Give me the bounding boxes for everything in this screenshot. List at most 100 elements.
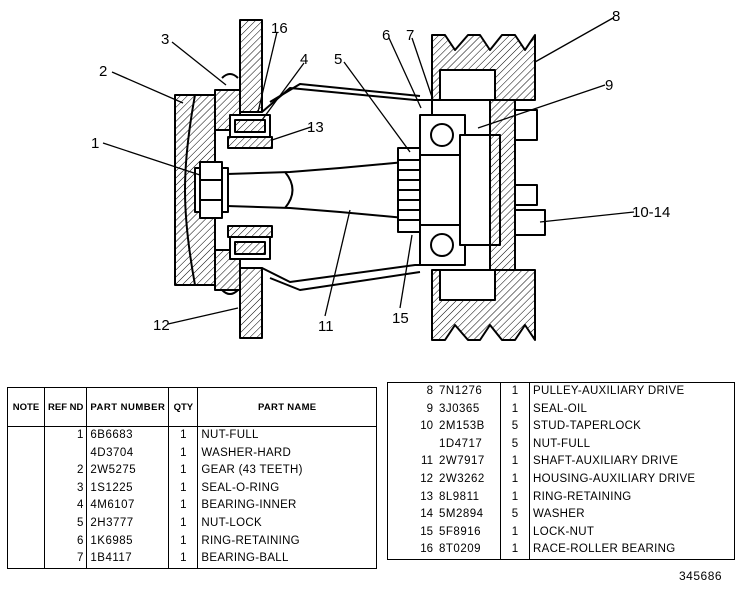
- part-name-cell: WASHER: [533, 508, 585, 521]
- callout-4: 4: [300, 51, 308, 68]
- ref-cell: 3: [44, 479, 88, 498]
- part-name-cell: NUT-FULL: [533, 437, 591, 450]
- parts-table-left: NOTE REF ND PART NUMBER QTY PART NAME 1 6…: [7, 387, 377, 569]
- ref-cell: 2: [44, 462, 88, 480]
- part-name-cell: BEARING-BALL: [201, 552, 289, 565]
- qty-cell: 1: [500, 382, 530, 401]
- part-name-cell: RACE-ROLLER BEARING: [533, 543, 676, 556]
- callout-5: 5: [334, 51, 342, 68]
- callout-15: 15: [392, 310, 409, 327]
- note-cell: [388, 541, 415, 559]
- ref-cell: 15: [420, 525, 433, 538]
- ball-bearing: [419, 114, 466, 266]
- ref-cell: 4: [44, 497, 88, 515]
- ref-cell: 16: [420, 543, 433, 556]
- part-number-cell: 2W5275: [90, 464, 137, 477]
- part-number-cell: 8T0209: [436, 541, 501, 560]
- callout-3: 3: [161, 31, 169, 48]
- pulley: [431, 34, 536, 341]
- callout-8: 8: [612, 8, 620, 25]
- header-ref: REF ND: [44, 387, 88, 427]
- header-note: NOTE: [7, 387, 45, 427]
- part-number-cell: 5M2894: [436, 506, 501, 524]
- part-name-cell: PULLEY-AUXILIARY DRIVE: [533, 385, 685, 397]
- qty-cell: 1: [168, 497, 199, 515]
- qty-cell: 1: [168, 479, 199, 498]
- part-number-cell: 1B4117: [90, 552, 133, 565]
- table-header-row: NOTE REF ND PART NUMBER QTY PART NAME: [7, 387, 377, 427]
- part-number-cell: 1K6985: [90, 534, 134, 547]
- note-cell: [388, 453, 415, 471]
- qty-cell: 1: [168, 444, 199, 463]
- callout-1: 1: [91, 135, 99, 152]
- qty-cell: 1: [500, 541, 530, 560]
- callout-10-14: 10-14: [632, 204, 670, 221]
- part-name-cell: RING-RETAINING: [533, 490, 632, 503]
- part-name-cell: SEAL-O-RING: [201, 481, 280, 494]
- callout-7: 7: [406, 27, 414, 44]
- shaft: [194, 161, 406, 219]
- part-number-cell: 3J0365: [436, 400, 501, 419]
- note-cell: [7, 444, 45, 463]
- callout-6: 6: [382, 27, 390, 44]
- part-number-cell: 2H3777: [90, 516, 134, 529]
- ref-cell: 5: [44, 514, 88, 533]
- lock-nut: [397, 147, 421, 233]
- part-number-cell: 4M6107: [90, 499, 135, 512]
- part-number-cell: 2M153B: [436, 418, 501, 436]
- ref-cell: 12: [420, 472, 433, 485]
- ref-cell: 8: [426, 385, 433, 397]
- ref-cell: 9: [426, 402, 433, 415]
- part-number-cell: 4D3704: [90, 446, 134, 459]
- note-cell: [388, 418, 415, 436]
- leader-lines: [102, 17, 635, 325]
- part-number-cell: 1D4717: [436, 435, 501, 454]
- qty-cell: 1: [168, 514, 199, 533]
- ref-cell: [44, 444, 88, 463]
- qty-cell: 1: [500, 453, 530, 471]
- callout-13: 13: [307, 119, 324, 136]
- header-part-number: PART NUMBER: [86, 387, 169, 427]
- note-cell: [388, 401, 415, 419]
- assembly-diagram: 1 2 3 16 4 13 5 6 7 8 9 10-14 11 12 15: [91, 8, 670, 341]
- callout-9: 9: [605, 77, 613, 94]
- part-name-cell: GEAR (43 TEETH): [201, 464, 303, 477]
- qty-cell: 1: [500, 523, 530, 542]
- callout-12: 12: [153, 317, 170, 334]
- note-cell: [7, 479, 45, 498]
- part-number-cell: 6B6683: [90, 429, 134, 441]
- note-cell: [7, 550, 45, 569]
- qty-cell: 1: [168, 532, 199, 551]
- ref-cell: 6: [44, 532, 88, 551]
- part-number-cell: 5F8916: [436, 523, 501, 542]
- note-cell: [388, 383, 415, 401]
- qty-cell: 5: [500, 435, 530, 454]
- part-name-cell: WASHER-HARD: [201, 446, 292, 459]
- ref-cell: 14: [420, 508, 433, 521]
- note-cell: [388, 506, 415, 524]
- ref-cell: 13: [420, 490, 433, 503]
- note-cell: [7, 426, 45, 445]
- note-cell: [7, 497, 45, 515]
- ref-cell: 11: [421, 455, 433, 468]
- callout-16: 16: [271, 20, 288, 37]
- part-number-cell: 7N1276: [436, 382, 501, 401]
- note-cell: [7, 532, 45, 551]
- part-name-cell: SEAL-OIL: [533, 402, 588, 415]
